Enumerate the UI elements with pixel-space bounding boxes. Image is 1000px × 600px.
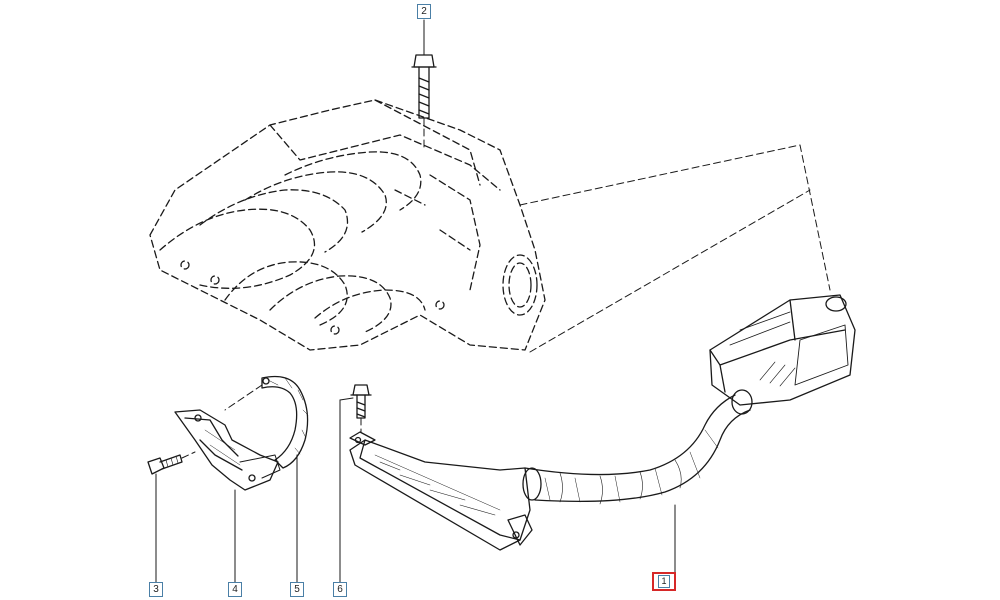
- callout-4[interactable]: 4: [228, 582, 242, 597]
- bolt-3: [147, 454, 183, 475]
- dash-line-strap-bracket: [224, 384, 263, 411]
- callout-2[interactable]: 2: [417, 4, 431, 19]
- bracket-4: [174, 409, 281, 491]
- air-intake-duct: [349, 294, 856, 551]
- callout-1-label: 1: [658, 575, 670, 588]
- callout-3[interactable]: 3: [149, 582, 163, 597]
- bolt-6: [350, 384, 372, 419]
- assembly-line-lower: [529, 189, 811, 353]
- dash-line-bolt-3: [181, 451, 196, 459]
- callout-6[interactable]: 6: [333, 582, 347, 597]
- callout-5[interactable]: 5: [290, 582, 304, 597]
- bolt-long: [411, 54, 437, 119]
- assembly-line-upper: [519, 144, 831, 291]
- clamp-strap-5: [261, 375, 309, 469]
- callout-1-selected[interactable]: 1: [652, 572, 676, 591]
- intake-manifold: [149, 99, 546, 351]
